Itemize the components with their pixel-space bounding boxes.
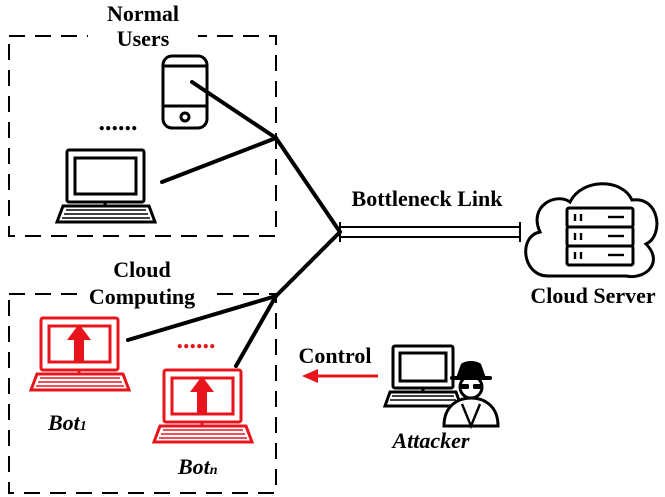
cloud-computing-label-bg (80, 284, 212, 308)
network-links (126, 80, 342, 368)
attacker-computer-icon (382, 344, 464, 408)
control-label: Control (299, 343, 372, 368)
bot-upload-arrow-icon (190, 376, 214, 414)
cloud-server-label: Cloud Server (530, 283, 656, 308)
cloud-computing-box (8, 293, 277, 494)
cloud-computing-label-line1: Cloud (113, 257, 170, 282)
smartphone-icon (161, 54, 209, 130)
spy-icon (442, 361, 500, 430)
cloud-computing-label-line2: Computing (89, 284, 195, 309)
bottleneck-link (339, 222, 521, 242)
attacker-label: Attacker (391, 428, 470, 453)
normal-users-label-line2: Users (117, 26, 170, 51)
normal-users-label-bg (88, 28, 198, 52)
bots-ellipsis: ...... (177, 325, 216, 354)
control-arrow (302, 369, 378, 383)
normal-users-ellipsis: ...... (99, 107, 138, 136)
bot-first-label: Bot1 (47, 410, 87, 435)
cloud-server-icon (524, 182, 659, 279)
normal-users-label-line1: Normal (107, 1, 179, 26)
bot-upload-arrow-icon (67, 324, 91, 362)
bottleneck-link-label: Bottleneck Link (352, 186, 504, 211)
desktop-computer-icon (54, 148, 158, 224)
bot-last-label: Botn (177, 454, 218, 479)
